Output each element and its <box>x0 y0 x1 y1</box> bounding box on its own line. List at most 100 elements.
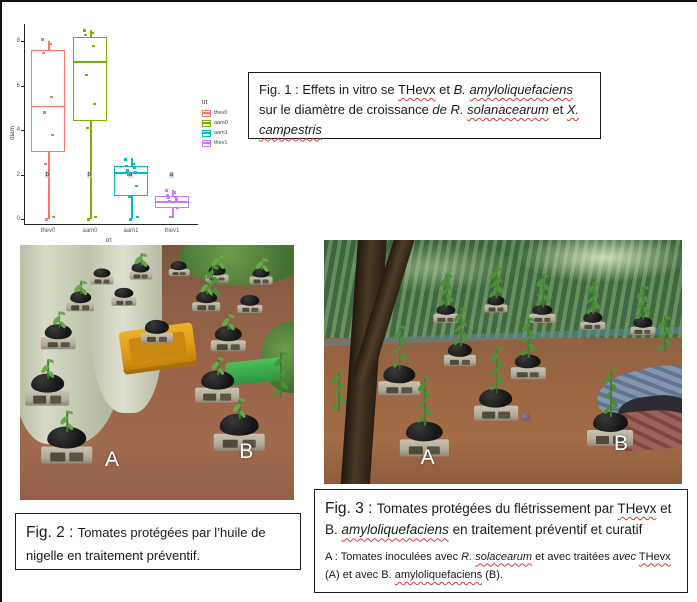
x-tick-label: thev0 <box>40 228 56 234</box>
tomato-plant <box>330 369 348 411</box>
jitter-point <box>87 218 90 221</box>
legend-label: thev0 <box>214 110 228 116</box>
pot-unit <box>140 320 174 344</box>
block-hole <box>103 279 110 284</box>
concrete-block <box>400 439 449 457</box>
black-plant-bag <box>30 373 64 393</box>
caption-segment: (A) et avec B. <box>325 569 395 582</box>
caption-segment: Fig. 3 : <box>325 500 377 517</box>
black-plant-bag <box>114 287 134 299</box>
concrete-block <box>629 326 656 335</box>
caption-segment: solacearum <box>475 550 533 563</box>
tomato-plant <box>416 375 434 427</box>
pot-unit <box>400 375 449 457</box>
jitter-point <box>124 158 127 161</box>
jitter-point <box>132 162 135 165</box>
caption-segment: de R. <box>432 102 468 118</box>
jitter-point <box>44 162 47 165</box>
tomato-plant <box>209 254 226 271</box>
tomato-plant <box>534 273 552 308</box>
block-hole <box>498 411 510 419</box>
pot-unit <box>213 397 265 451</box>
x-tick-label: thev1 <box>164 228 180 234</box>
tomato-plant <box>50 310 67 329</box>
pot-unit <box>90 268 114 285</box>
tomato-plant <box>40 358 56 379</box>
black-plant-bag <box>532 304 552 316</box>
concrete-block <box>66 302 95 312</box>
pot-unit <box>443 307 477 367</box>
caption-segment: amyloliquefaciens <box>394 569 483 582</box>
block-hole <box>203 393 217 401</box>
jitter-point <box>129 218 132 221</box>
jitter-point <box>135 184 138 188</box>
y-tick <box>21 130 24 132</box>
concrete-block <box>140 332 174 344</box>
jitter-point <box>50 95 53 99</box>
jitter-point <box>175 198 178 201</box>
plant-leaf <box>417 398 428 408</box>
tomato-plant <box>59 409 75 432</box>
significance-letter: a <box>128 170 133 178</box>
block-hole <box>133 274 141 279</box>
block-hole <box>262 279 269 284</box>
black-plant-bag <box>252 268 270 278</box>
photo1-label-b: B <box>239 440 254 464</box>
jitter-point <box>126 169 129 172</box>
block-hole <box>217 344 228 350</box>
pot-unit <box>210 313 246 352</box>
jitter-point <box>49 42 52 46</box>
tomato-plant <box>209 355 226 376</box>
block-hole <box>33 396 47 404</box>
black-plant-bag <box>171 261 187 271</box>
significance-letter: a <box>169 170 174 178</box>
concrete-block <box>195 387 240 403</box>
fig3-caption-box: Fig. 3 : Tomates protégées du flétrissem… <box>314 489 688 593</box>
legend-key-boxplot-icon <box>202 109 211 117</box>
pot-unit <box>629 285 656 335</box>
concrete-block <box>249 276 273 285</box>
jitter-point <box>51 133 54 137</box>
jitter-point <box>42 51 45 54</box>
caption-segment: et <box>548 102 567 118</box>
y-tick <box>21 85 24 87</box>
tomato-plant <box>585 280 602 315</box>
concrete-block <box>443 355 477 367</box>
black-plant-bag <box>436 304 456 316</box>
black-plant-bag <box>514 354 542 369</box>
tomato-plant <box>220 313 237 332</box>
block-hole <box>242 439 256 449</box>
jitter-point <box>43 111 46 114</box>
block-hole <box>385 386 399 394</box>
significance-letter: b <box>87 170 92 178</box>
pot-unit <box>111 287 137 306</box>
caption-segment: Tomates protégées par l’huile de nigelle… <box>26 525 266 563</box>
y-tick <box>21 174 24 176</box>
tomato-plant <box>253 257 269 273</box>
block-hole <box>584 324 592 329</box>
tomato-plant <box>656 314 674 353</box>
block-hole <box>595 436 610 444</box>
pot-unit <box>40 409 93 464</box>
block-hole <box>613 436 626 444</box>
pot-unit <box>529 273 556 323</box>
block-hole <box>47 341 58 348</box>
black-plant-bag <box>144 320 170 334</box>
legend-title: trt <box>202 100 208 106</box>
plant-stem <box>239 398 241 420</box>
tomato-plant <box>602 367 620 418</box>
jitter-point <box>176 206 179 210</box>
jitter-point <box>136 215 139 219</box>
black-plant-bag <box>479 389 513 408</box>
block-hole <box>60 341 70 348</box>
black-plant-bag <box>195 291 217 304</box>
block-hole <box>146 336 157 342</box>
tomato-plant <box>520 316 538 358</box>
block-hole <box>534 317 542 322</box>
jitter-point <box>133 166 136 170</box>
pot-unit <box>25 358 70 406</box>
pot-unit <box>587 367 634 446</box>
